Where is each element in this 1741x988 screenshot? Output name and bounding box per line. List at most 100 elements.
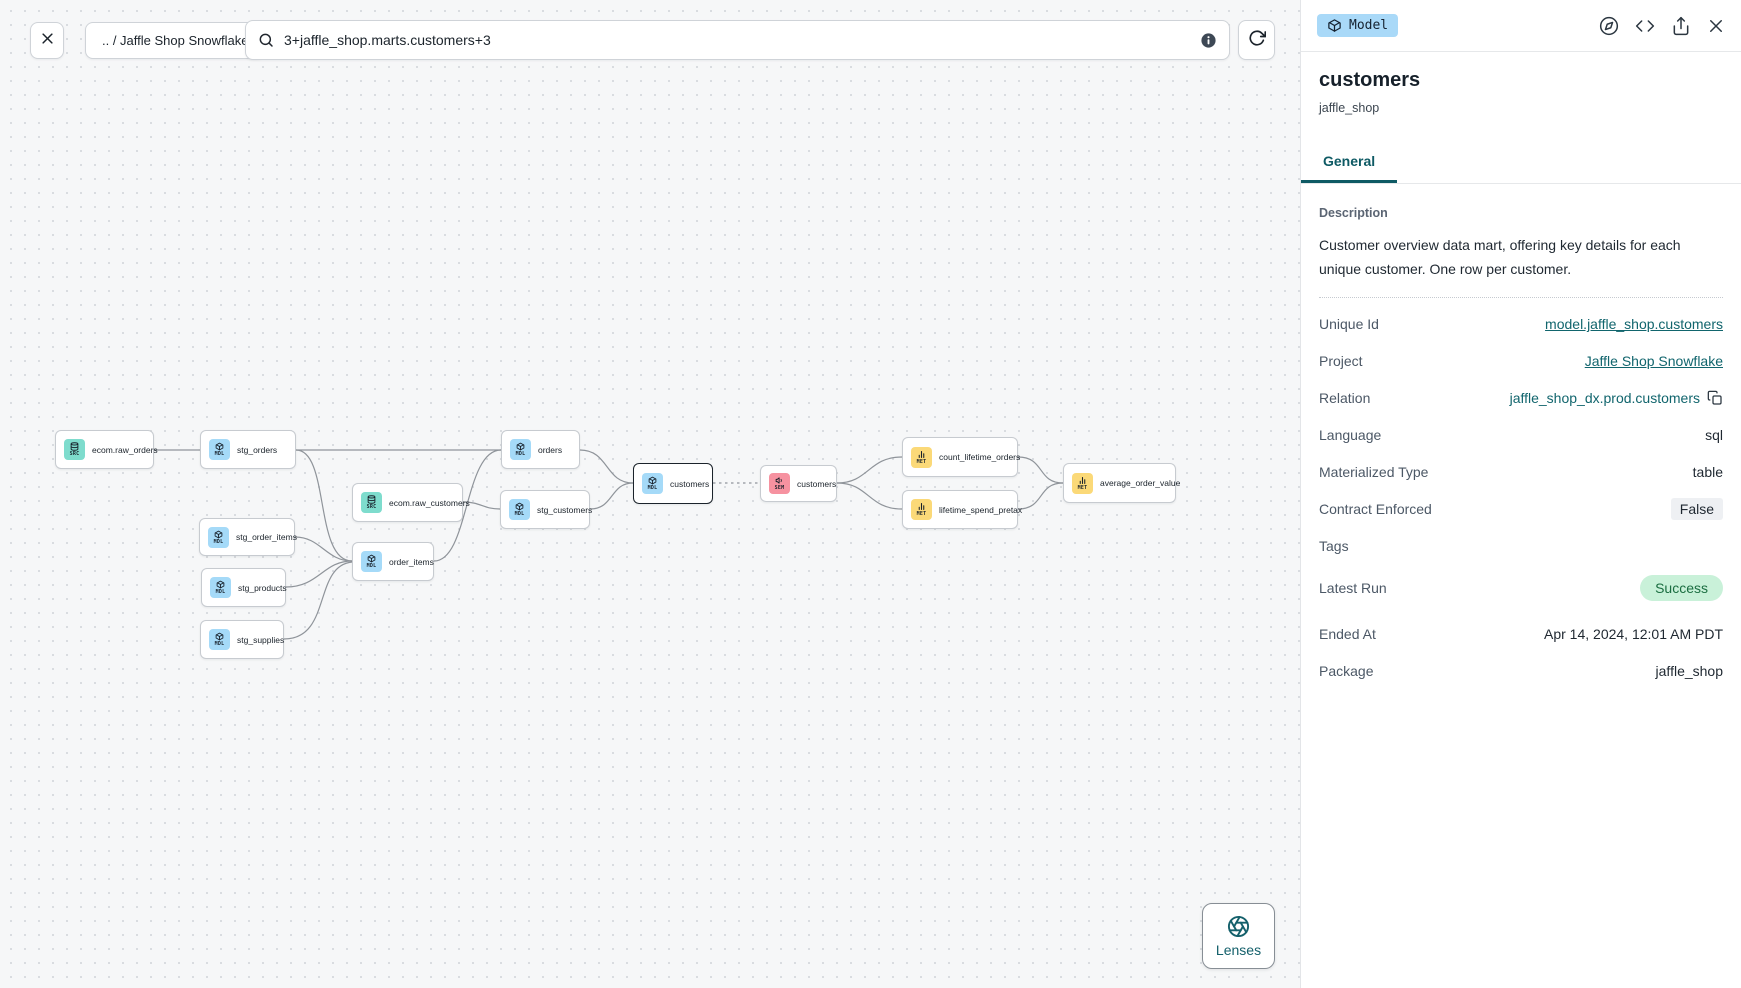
panel-actions xyxy=(1599,16,1725,36)
field-row-contract-enforced: Contract Enforced False xyxy=(1319,498,1723,520)
source-icon: SRC xyxy=(64,439,85,460)
language-value: sql xyxy=(1705,427,1723,443)
node-orders[interactable]: MDL orders xyxy=(501,430,580,469)
refresh-icon xyxy=(1248,29,1266,52)
model-icon: MDL xyxy=(642,473,663,494)
lenses-label: Lenses xyxy=(1215,941,1262,958)
tab-general[interactable]: General xyxy=(1301,143,1398,183)
edge xyxy=(294,536,353,562)
close-panel-icon[interactable] xyxy=(1707,17,1725,35)
close-icon xyxy=(40,31,55,51)
refresh-button[interactable] xyxy=(1238,20,1275,60)
model-icon: MDL xyxy=(208,526,229,548)
edge xyxy=(285,560,353,588)
node-stg-orders[interactable]: MDL stg_orders xyxy=(200,430,296,469)
model-icon: MDL xyxy=(361,551,382,572)
node-customers-semantic[interactable]: SEM customers xyxy=(760,465,837,502)
lineage-search xyxy=(245,20,1230,60)
info-icon[interactable] xyxy=(1200,32,1217,49)
edge xyxy=(836,482,903,510)
metric-icon: MET xyxy=(1072,472,1093,494)
semantic-model-icon: SEM xyxy=(769,473,790,494)
edge xyxy=(295,449,353,562)
node-stg-supplies[interactable]: MDL stg_supplies xyxy=(200,620,284,659)
node-label: count_lifetime_orders xyxy=(939,452,1021,462)
resource-type-label: Model xyxy=(1349,18,1389,33)
breadcrumb[interactable]: .. / Jaffle Shop Snowflake xyxy=(85,22,266,59)
node-label: stg_supplies xyxy=(237,634,285,645)
aperture-icon xyxy=(1227,915,1250,938)
node-label: stg_customers xyxy=(537,504,593,515)
node-stg-customers[interactable]: MDL stg_customers xyxy=(500,490,593,529)
node-average-order-value[interactable]: MET average_order_value xyxy=(1063,463,1180,503)
package-value: jaffle_shop xyxy=(1655,663,1723,679)
field-row-unique-id: Unique Id model.jaffle_shop.customers xyxy=(1319,316,1723,332)
field-row-ended-at: Ended At Apr 14, 2024, 12:01 AM PDT xyxy=(1319,626,1723,642)
project-link[interactable]: Jaffle Shop Snowflake xyxy=(1584,353,1723,369)
copy-icon[interactable] xyxy=(1707,390,1723,406)
field-row-tags: Tags xyxy=(1319,538,1349,554)
node-label: order_items xyxy=(389,556,434,567)
node-label: average_order_value xyxy=(1100,478,1181,488)
close-graph-button[interactable] xyxy=(30,22,64,59)
panel-tabs: General xyxy=(1301,143,1741,184)
field-row-latest-run: Latest Run Success xyxy=(1319,575,1723,601)
details-panel: Model customers jaffle_shop xyxy=(1300,0,1741,988)
field-row-materialized-type: Materialized Type table xyxy=(1319,464,1723,480)
description-text: Customer overview data mart, offering ke… xyxy=(1319,237,1681,277)
field-row-language: Language sql xyxy=(1319,427,1723,443)
page-title: customers xyxy=(1319,69,1421,91)
status-badge: Success xyxy=(1640,575,1723,601)
share-icon[interactable] xyxy=(1671,16,1691,36)
metric-icon: MET xyxy=(911,499,932,520)
node-count-lifetime-orders[interactable]: MET count_lifetime_orders xyxy=(902,437,1021,477)
resource-type-badge: Model xyxy=(1317,14,1399,37)
edge xyxy=(579,449,634,484)
node-label: ecom.raw_orders xyxy=(92,444,158,455)
node-customers-model[interactable]: MDL customers xyxy=(633,463,713,504)
node-label: customers xyxy=(797,478,837,489)
node-label: stg_products xyxy=(238,582,287,593)
model-icon: MDL xyxy=(209,439,230,460)
edge xyxy=(589,482,634,510)
field-row-relation: Relation jaffle_shop_dx.prod.customers xyxy=(1319,387,1723,409)
node-label: lifetime_spend_pretax xyxy=(939,504,1023,515)
package-subtitle: jaffle_shop xyxy=(1319,101,1380,115)
field-row-project: Project Jaffle Shop Snowflake xyxy=(1319,353,1723,369)
model-icon: MDL xyxy=(210,577,231,598)
node-stg-order-items[interactable]: MDL stg_order_items xyxy=(199,518,297,556)
node-ecom-raw-orders[interactable]: SRC ecom.raw_orders xyxy=(55,430,158,469)
source-icon: SRC xyxy=(361,492,382,513)
cube-icon xyxy=(1327,18,1342,33)
edge xyxy=(836,456,903,484)
node-label: stg_order_items xyxy=(236,532,297,542)
edge xyxy=(1017,482,1064,510)
search-icon xyxy=(258,32,274,48)
node-lifetime-spend-pretax[interactable]: MET lifetime_spend_pretax xyxy=(902,490,1022,529)
contract-enforced-badge: False xyxy=(1670,498,1723,520)
ended-at-value: Apr 14, 2024, 12:01 AM PDT xyxy=(1544,626,1723,642)
explore-compass-icon[interactable] xyxy=(1599,16,1619,36)
relation-value: jaffle_shop_dx.prod.customers xyxy=(1509,390,1700,406)
edge xyxy=(1017,456,1064,484)
model-icon: MDL xyxy=(209,629,230,650)
lineage-canvas[interactable]: .. / Jaffle Shop Snowflake SRC ecom.raw_… xyxy=(0,0,1300,988)
node-ecom-raw-customers[interactable]: SRC ecom.raw_customers xyxy=(352,483,470,522)
panel-content: Description Customer overview data mart,… xyxy=(1301,184,1741,697)
code-icon[interactable] xyxy=(1635,16,1655,36)
description-label: Description xyxy=(1319,206,1388,220)
panel-header: Model xyxy=(1301,0,1741,52)
divider xyxy=(1319,297,1723,298)
field-row-package: Package jaffle_shop xyxy=(1319,663,1723,679)
node-label: customers xyxy=(670,478,710,489)
search-input[interactable] xyxy=(284,32,1190,48)
node-order-items[interactable]: MDL order_items xyxy=(352,542,434,581)
lenses-button[interactable]: Lenses xyxy=(1202,903,1275,969)
node-label: ecom.raw_customers xyxy=(389,497,470,508)
node-stg-products[interactable]: MDL stg_products xyxy=(201,568,287,607)
edge xyxy=(283,561,353,640)
unique-id-link[interactable]: model.jaffle_shop.customers xyxy=(1545,316,1723,332)
node-label: orders xyxy=(538,444,563,455)
model-icon: MDL xyxy=(510,439,531,460)
